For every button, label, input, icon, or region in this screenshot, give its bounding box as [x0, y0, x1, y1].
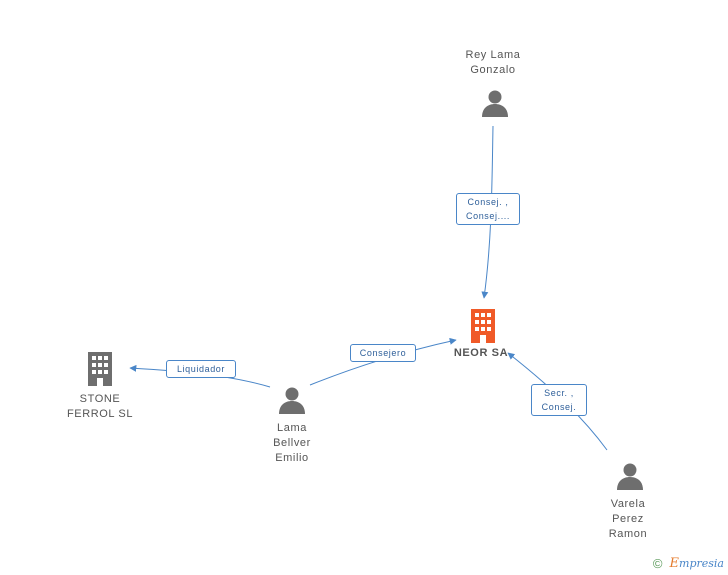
edge-label-secr-consej[interactable]: Secr. , Consej.: [531, 384, 587, 416]
company-name-text: NEOR SA: [453, 347, 509, 359]
company-name-neor[interactable]: NEOR SA: [446, 346, 516, 361]
person-icon[interactable]: [616, 462, 644, 490]
footer-credit[interactable]: © Empresia: [653, 556, 724, 572]
person-name-rey-lama[interactable]: Rey Lama Gonzalo: [465, 49, 521, 76]
person-name-varela-perez[interactable]: Varela Perez Ramon: [608, 498, 648, 540]
empresia-logo: Empresia: [669, 556, 724, 571]
building-icon[interactable]: [86, 352, 114, 386]
edge-label-consejero[interactable]: Consejero: [350, 344, 416, 362]
person-icon[interactable]: [481, 89, 509, 117]
person-name-lama-bellver[interactable]: Lama Bellver Emilio: [273, 422, 311, 464]
edge-label-consej[interactable]: Consej. , Consej....: [456, 193, 520, 225]
person-icon[interactable]: [278, 386, 306, 414]
building-icon[interactable]: [469, 309, 497, 343]
edge-label-liquidador[interactable]: Liquidador: [166, 360, 236, 378]
copyright-symbol: ©: [652, 556, 663, 571]
company-name-stone-ferrol[interactable]: STONE FERROL SL: [66, 393, 134, 420]
